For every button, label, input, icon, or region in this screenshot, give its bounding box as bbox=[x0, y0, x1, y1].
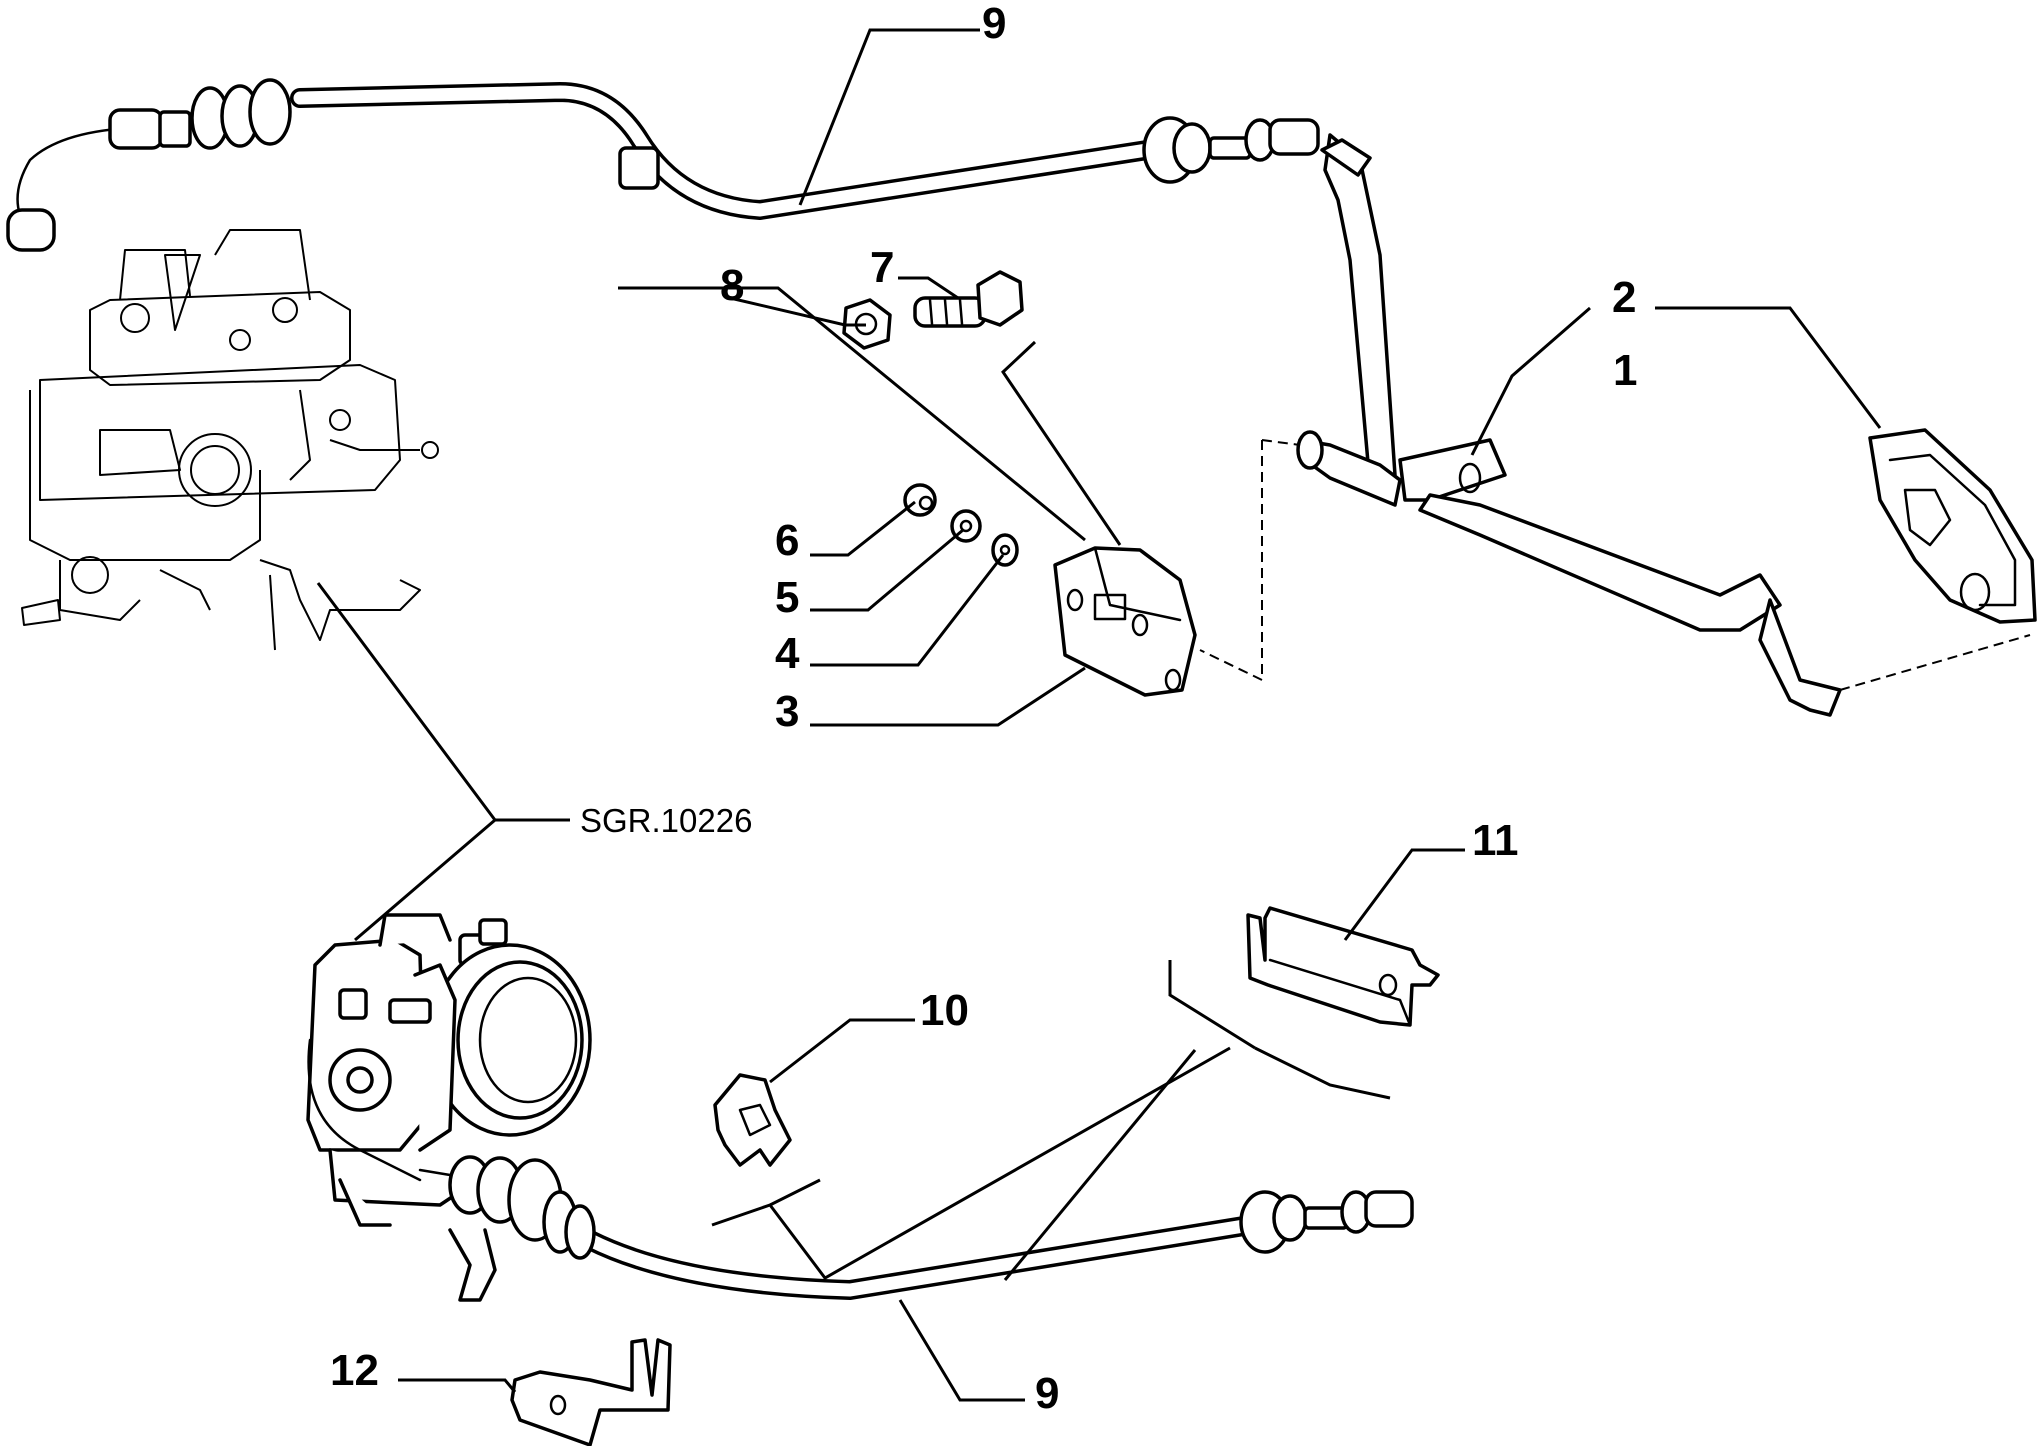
label-9-top: 9 bbox=[982, 0, 1006, 48]
label-3: 3 bbox=[775, 687, 799, 736]
throttle-body bbox=[306, 913, 592, 1302]
reference-code: SGR.10226 bbox=[580, 802, 752, 839]
part-labels: 9 8 7 2 1 6 5 4 3 SGR.10226 11 10 12 9 bbox=[330, 0, 1637, 1418]
pedal-pad bbox=[1839, 428, 2037, 691]
bracket-part-11 bbox=[1246, 906, 1440, 1027]
label-2: 2 bbox=[1612, 273, 1636, 322]
label-5: 5 bbox=[775, 573, 799, 622]
leader-lines bbox=[316, 28, 1882, 1402]
pedal-lever bbox=[1296, 133, 1842, 717]
label-7: 7 bbox=[870, 243, 894, 292]
bolt-part-7 bbox=[913, 270, 1024, 328]
label-1: 1 bbox=[1613, 346, 1637, 395]
label-10: 10 bbox=[920, 986, 969, 1035]
label-9-bottom: 9 bbox=[1035, 1369, 1059, 1418]
carburetor bbox=[21, 229, 439, 651]
label-4: 4 bbox=[775, 629, 800, 678]
clip-part-6 bbox=[903, 483, 937, 517]
accelerator-cable-top bbox=[6, 78, 1320, 252]
label-11: 11 bbox=[1472, 816, 1519, 865]
bushing-part-3 bbox=[1053, 546, 1197, 697]
washer-part-4 bbox=[991, 533, 1019, 567]
nut-part-8 bbox=[842, 298, 892, 350]
label-12: 12 bbox=[330, 1346, 379, 1395]
accelerator-cable-bottom bbox=[418, 1155, 1414, 1301]
label-6: 6 bbox=[775, 516, 799, 565]
bracket-part-12 bbox=[510, 1338, 672, 1446]
clip-part-10 bbox=[713, 1073, 792, 1167]
label-8: 8 bbox=[720, 261, 744, 310]
